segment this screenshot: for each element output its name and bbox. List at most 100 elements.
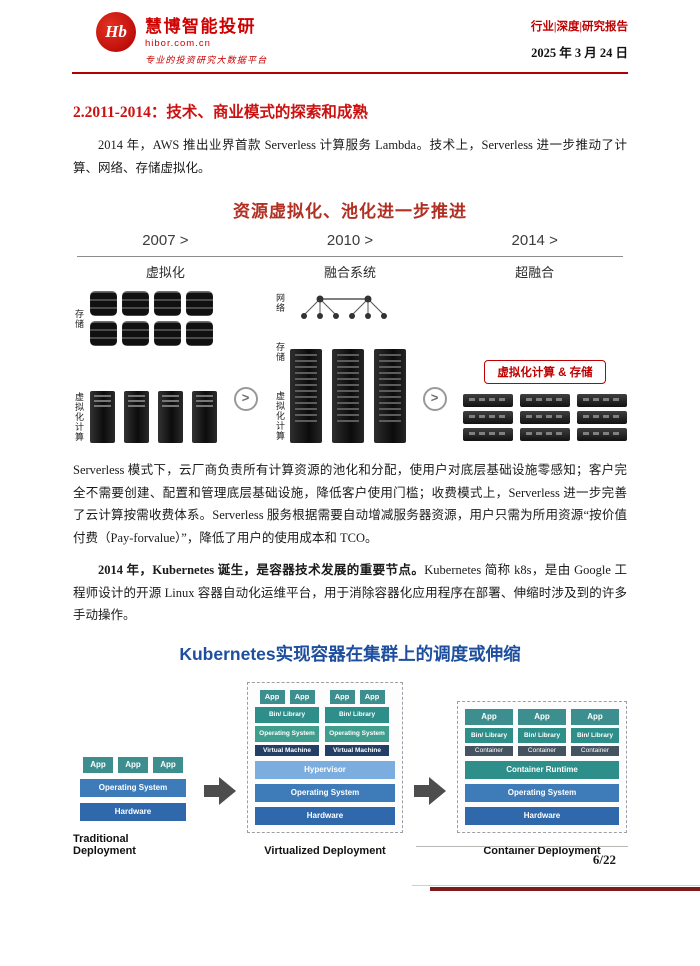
stage-virtualization: 虚拟化 — [145, 265, 185, 280]
compute-row: 虚拟化计算 — [73, 391, 217, 443]
disk-stack-icon — [90, 291, 117, 316]
server-towers — [90, 391, 217, 443]
paragraph-3: 2014 年，Kubernetes 诞生，是容器技术发展的重要节点。Kubern… — [73, 559, 627, 627]
server-rack-icon — [332, 349, 364, 443]
timeline-line — [77, 256, 623, 257]
container-strip: Container — [571, 745, 619, 756]
app-box: App — [118, 756, 148, 773]
traditional-deployment: App App App Operating System Hardware Tr… — [73, 756, 193, 857]
header-divider — [72, 72, 628, 74]
page-number-block: 6/22 — [416, 846, 628, 869]
app-box: App — [259, 689, 285, 704]
rack-unit-icon — [520, 428, 570, 441]
virtual-machine: App App Bin/ Library Operating System Vi… — [255, 689, 319, 756]
converged-labels: 网络 存储 虚拟化计算 — [274, 291, 287, 443]
apps-row: App App — [325, 689, 389, 704]
app-box: App — [329, 689, 355, 704]
bin-library-bar: Bin/ Library — [465, 727, 513, 743]
operating-system-bar: Operating System — [80, 778, 186, 797]
footer-maroon-rule — [430, 887, 700, 891]
server-tower-icon — [90, 391, 115, 443]
paragraph-1: 2014 年，AWS 推出业界首款 Serverless 计算服务 Lambda… — [73, 138, 627, 175]
virtual-machine-strip: Virtual Machine — [255, 744, 319, 756]
disk-stack-icon — [154, 321, 181, 346]
arrow-right-icon: > — [422, 387, 447, 411]
stage-hyperconverged: 超融合 — [515, 265, 555, 280]
paragraph-2: Serverless 模式下，云厂商负责所有计算资源的池化和分配，使用户对底层基… — [73, 463, 627, 545]
arrow-right-icon: > — [233, 387, 258, 411]
rack-unit-icon — [577, 411, 627, 424]
logo-tagline: 专业的投资研究大数据平台 — [145, 55, 268, 65]
storage-row: 存储 — [73, 291, 217, 346]
disk-stack-icon — [122, 321, 149, 346]
figure1-illustration: 存储 虚拟化计算 — [73, 291, 627, 443]
converged-group: 网络 存储 虚拟化计算 — [274, 291, 406, 443]
evolution-arrow-icon — [412, 776, 448, 805]
virtual-machines-row: App App Bin/ Library Operating System Vi… — [255, 689, 395, 756]
container-unit: App Bin/ Library Container — [518, 708, 566, 756]
app-box: App — [359, 689, 385, 704]
operating-system-bar: Operating System — [325, 725, 389, 742]
server-tower-icon — [192, 391, 217, 443]
storage-label: 存储 — [275, 342, 285, 362]
virtual-machine: App App Bin/ Library Operating System Vi… — [325, 689, 389, 756]
virtualized-stack: App App Bin/ Library Operating System Vi… — [247, 681, 403, 833]
virt-compute-label: 虚拟化计算 — [275, 391, 285, 441]
footer-thin-rule — [412, 885, 700, 886]
deployment-caption: Virtualized Deployment — [264, 844, 386, 857]
year-2010: 2010 > — [326, 232, 374, 249]
app-box: App — [465, 708, 513, 725]
containers-row: App Bin/ Library Container App Bin/ Libr… — [465, 708, 619, 756]
rack-unit-icon — [520, 394, 570, 407]
hyperconverged-group: 虚拟化计算 & 存储 — [463, 291, 627, 443]
storage-label: 存储 — [74, 308, 84, 329]
report-body: 2.2011-2014：技术、商业模式的探索和成熟 2014 年，AWS 推出业… — [0, 100, 700, 857]
bin-library-bar: Bin/ Library — [571, 727, 619, 743]
operating-system-bar: Operating System — [255, 725, 319, 742]
stage-converged: 融合系统 — [324, 265, 377, 280]
hardware-bar: Hardware — [465, 806, 619, 825]
report-category: 行业|深度|研究报告 — [530, 21, 628, 33]
container-unit: App Bin/ Library Container — [571, 708, 619, 756]
header-right: 行业|深度|研究报告 2025 年 3 月 24 日 — [531, 12, 628, 61]
container-deployment: App Bin/ Library Container App Bin/ Libr… — [457, 700, 627, 857]
figure-kubernetes-deployments: Kubernetes实现容器在集群上的调度或伸缩 App App App Ope… — [73, 641, 627, 857]
figure1-title: 资源虚拟化、池化进一步推进 — [233, 202, 467, 221]
app-box: App — [83, 756, 113, 773]
hyperconverged-callout: 虚拟化计算 & 存储 — [484, 360, 606, 384]
disk-stack-icon — [186, 321, 213, 346]
network-diagram — [301, 295, 387, 319]
report-header: Hb 慧博智能投研 hibor.com.cn 专业的投资研究大数据平台 行业|深… — [0, 0, 700, 70]
rack-unit-icon — [520, 411, 570, 424]
converged-content — [290, 291, 406, 443]
timeline-stages: 虚拟化 融合系统 超融合 — [73, 262, 627, 281]
bin-library-bar: Bin/ Library — [255, 706, 319, 723]
server-tower-icon — [124, 391, 149, 443]
server-racks — [290, 349, 406, 443]
bin-library-bar: Bin/ Library — [325, 706, 389, 723]
rack-unit-icon — [577, 428, 627, 441]
app-box: App — [571, 708, 619, 725]
figure2-illustration: App App App Operating System Hardware Tr… — [73, 681, 627, 857]
rack-unit-icon — [463, 394, 513, 407]
bin-library-bar: Bin/ Library — [518, 727, 566, 743]
report-date: 2025 年 3 月 24 日 — [531, 46, 628, 60]
hardware-bar: Hardware — [255, 806, 395, 825]
operating-system-bar: Operating System — [465, 783, 619, 802]
disk-stack-icon — [186, 291, 213, 316]
container-runtime-bar: Container Runtime — [465, 760, 619, 779]
page-footer: 6/22 — [0, 846, 700, 891]
server-rack-icon — [290, 349, 322, 443]
disk-stack-icon — [154, 291, 181, 316]
virtual-machine-strip: Virtual Machine — [325, 744, 389, 756]
hardware-bar: Hardware — [80, 802, 186, 821]
storage-disks — [90, 291, 213, 346]
figure-virtualization-timeline: 资源虚拟化、池化进一步推进 2007 > 2010 > 2014 > 虚拟化 融… — [73, 197, 627, 443]
server-tower-icon — [158, 391, 183, 443]
year-2007: 2007 > — [142, 232, 189, 249]
disk-stack-icon — [122, 291, 149, 316]
rack-unit-icon — [463, 428, 513, 441]
container-strip: Container — [518, 745, 566, 756]
rack-unit-grid — [463, 394, 627, 441]
